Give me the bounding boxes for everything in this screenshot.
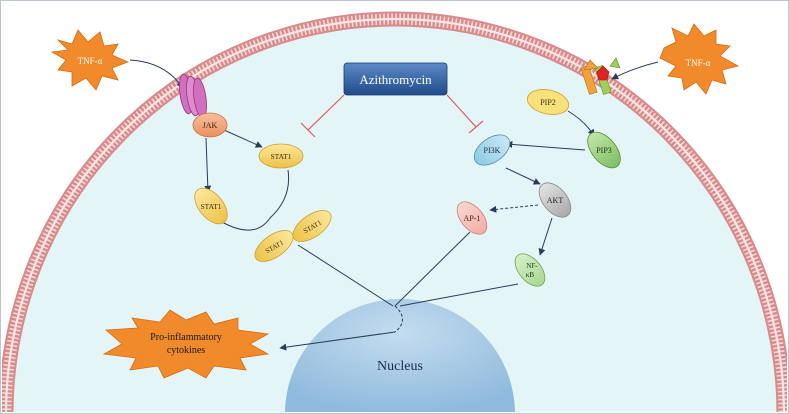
inhibition-lines xyxy=(300,94,484,138)
connector-lines xyxy=(129,59,659,351)
arrow-jak-to-stat1-left xyxy=(204,137,212,193)
ap1-node: AP-1 xyxy=(456,201,488,235)
stat1-node-right: STAT1 xyxy=(258,143,304,169)
tnf-right-label: TNF-α xyxy=(686,58,711,68)
arrow-nucleus-to-cytokines xyxy=(279,331,396,351)
pi3k-node: PI3K xyxy=(473,134,511,166)
arrow-akt-to-nfkb xyxy=(538,217,553,256)
tnf-alpha-right: TNF-α xyxy=(659,23,740,95)
stat1-node-left: STAT1 xyxy=(194,187,228,225)
line-stat1-dimer-to-nucleus xyxy=(297,244,394,307)
akt-node: AKT xyxy=(538,182,572,218)
line-nfkb-to-nucleus xyxy=(399,283,519,307)
jak-label: JAK xyxy=(203,121,218,130)
arrow-pi3k-to-akt xyxy=(505,167,541,185)
cytokines-label-line1: Pro-inflammatory xyxy=(150,332,222,343)
cytokines-burst: Pro-inflammatory cytokines xyxy=(102,309,270,379)
membrane-core xyxy=(4,17,786,412)
inhibit-line-pi3k xyxy=(446,94,477,128)
arrow-jak-to-stat1-right xyxy=(223,129,263,148)
arrow-akt-to-ap1 xyxy=(489,204,539,213)
cytokines-label-line2: cytokines xyxy=(167,345,205,356)
cytokine-receptor-right xyxy=(580,57,621,95)
inhibit-line-stat1 xyxy=(307,94,345,131)
line-ap1-to-nucleus xyxy=(394,231,471,307)
stat1-left-label: STAT1 xyxy=(200,202,221,211)
pip3-label: PIP3 xyxy=(596,146,612,155)
inhibit-bar-stat1 xyxy=(300,122,316,138)
jak-node: JAK xyxy=(192,112,228,138)
stat1-dimerization-bracket xyxy=(221,169,290,231)
tnf-alpha-left: TNF-α xyxy=(50,29,130,91)
nfkb-label-line1: NF- xyxy=(526,262,538,270)
nucleus-label: Nucleus xyxy=(377,359,423,374)
ligand-hexagon xyxy=(596,65,610,81)
dashed-nuclear-output xyxy=(394,305,403,333)
stat1-right-label: STAT1 xyxy=(270,152,291,161)
pip2-label: PIP2 xyxy=(540,98,556,107)
cytokines-burst-shape xyxy=(102,309,270,379)
nucleus xyxy=(285,299,515,412)
inhibit-bar-pi3k xyxy=(468,120,484,134)
cytokine-receptor-left xyxy=(179,73,207,119)
tnf-left-burst xyxy=(50,29,130,91)
arrow-tnf-right-to-receptor xyxy=(611,61,659,80)
pi3k-label: PI3K xyxy=(484,146,501,155)
tnf-left-label: TNF-α xyxy=(78,56,103,66)
pip3-node: PIP3 xyxy=(587,131,621,169)
nfkb-node: NF- κB xyxy=(514,253,546,287)
azithromycin-box: Azithromycin xyxy=(343,62,448,96)
tnf-right-burst xyxy=(659,23,740,95)
stat1-dimer: STAT1 STAT1 xyxy=(254,210,332,262)
pip2-node: PIP2 xyxy=(526,89,570,115)
nfkb-label-line2: κB xyxy=(526,271,535,279)
akt-label: AKT xyxy=(547,196,564,205)
arrow-pip3-to-pi3k xyxy=(505,140,586,151)
azithromycin-label: Azithromycin xyxy=(359,72,432,87)
ap1-label: AP-1 xyxy=(464,214,481,223)
